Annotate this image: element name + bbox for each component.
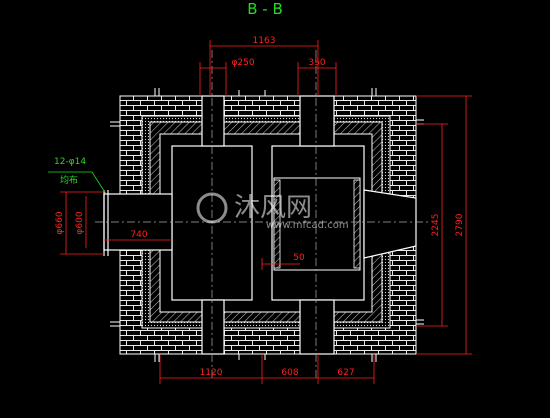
watermark-logo-icon: [196, 192, 228, 224]
right-cone-outlet: [363, 189, 417, 259]
dimension-lines: [60, 40, 472, 384]
section-title: B - B: [247, 0, 283, 18]
dim-top-right-pipe: 350: [308, 58, 325, 68]
center-lines: [95, 50, 430, 380]
dim-right-inner-height: 2245: [431, 214, 441, 237]
dim-bottom-left: 1120: [200, 368, 223, 378]
dim-left-inner: φ600: [75, 211, 85, 234]
watermark-brand: 沐风网: [234, 193, 312, 223]
dim-inner-offset: 50: [293, 253, 305, 263]
dim-top-left-pipe: φ250: [231, 58, 254, 68]
hole-annotation-sub: 均布: [60, 174, 78, 186]
hole-annotation: 12-φ14 均布: [48, 157, 107, 195]
dim-left-outer: φ660: [55, 211, 65, 234]
dim-bottom-right: 627: [337, 368, 354, 378]
vertical-pipes: [201, 95, 335, 355]
hole-annotation-text: 12-φ14: [54, 157, 86, 167]
dim-right-outer-height: 2790: [455, 213, 465, 236]
right-chamber: [271, 145, 365, 301]
dim-top-overall: 1163: [253, 36, 276, 46]
watermark-url: www.mfcad.com: [266, 220, 349, 231]
watermark: 沐风网 www.mfcad.com: [196, 192, 349, 231]
dim-bottom-mid: 608: [281, 368, 298, 378]
dim-left-length: 740: [130, 230, 147, 240]
left-inlet-pipe: [103, 190, 173, 256]
